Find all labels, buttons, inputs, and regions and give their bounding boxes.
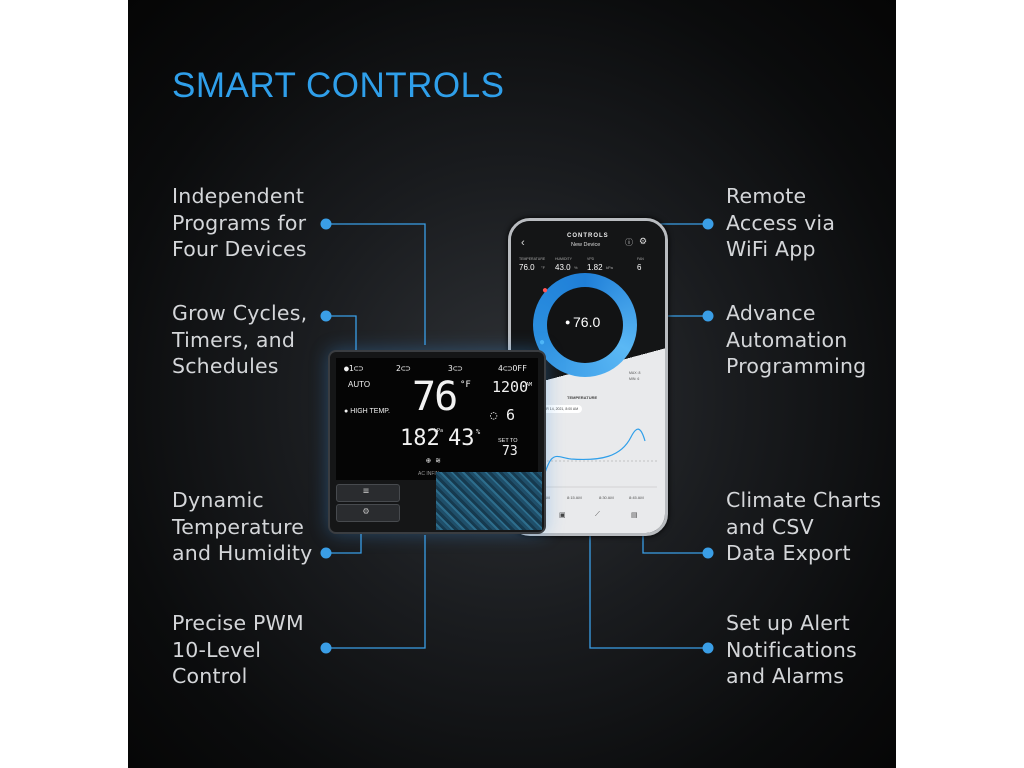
tab-chart-icon[interactable]: ⟋: [595, 511, 600, 518]
connector-lines: [320, 218, 714, 654]
settings-button[interactable]: ⚙: [336, 504, 400, 522]
back-icon[interactable]: ‹: [521, 237, 525, 249]
stat-temperature-unit: °F: [541, 265, 546, 270]
connector-dot-right-4: [702, 642, 714, 654]
connector-left-1: [326, 223, 426, 345]
temperature-curve: [540, 428, 646, 488]
circuit-board: [436, 472, 542, 530]
connector-left-4: [326, 535, 426, 649]
dial-low-marker[interactable]: ●: [539, 337, 546, 348]
menu-button[interactable]: ≡: [336, 484, 400, 502]
dial-value: 76.0: [573, 314, 601, 330]
controller-device: ●1⊂⊃ 2⊂⊃ 3⊂⊃ 4⊂⊃OFF AUTO ● HIGH TEMP. 76…: [328, 350, 546, 534]
connector-right-4: [589, 532, 706, 649]
temperature-dial[interactable]: [533, 273, 637, 377]
tab-controls-icon[interactable]: ▣: [559, 512, 566, 519]
port-4: 4⊂⊃OFF: [498, 364, 527, 373]
connector-dot-left-2: [320, 310, 332, 322]
wifi-icon: ⊕ ≋: [426, 456, 441, 465]
set-to-value: 73: [502, 444, 518, 459]
stat-humidity-unit: %: [574, 265, 578, 270]
controller-time: 1200: [492, 378, 529, 396]
port-2: 2⊂⊃: [396, 364, 411, 373]
controller-level: 6: [506, 406, 516, 424]
controller-humidity: 43: [448, 426, 475, 451]
connector-dot-right-2: [702, 310, 714, 322]
dial-high-marker[interactable]: ●: [542, 285, 549, 296]
connector-dot-left-4: [320, 642, 332, 654]
mode-label: AUTO: [348, 380, 371, 389]
set-to-label: SET TO: [498, 438, 518, 444]
stat-vpd-value: 1.82: [587, 263, 603, 272]
port-3: 3⊂⊃: [448, 364, 463, 373]
trigger-label: ● HIGH TEMP.: [344, 408, 390, 415]
controller-time-suffix: AM: [526, 382, 533, 388]
settings-icon: ⚙: [363, 506, 370, 517]
connector-left-2: [326, 315, 357, 350]
controller-vpd: 182: [400, 426, 440, 451]
connector-right-3: [642, 528, 706, 554]
controller-screen: [336, 358, 538, 480]
phone-device-name: New Device: [571, 242, 601, 248]
connector-left-3: [326, 532, 362, 554]
controller-temp-unit: °F: [460, 380, 471, 390]
chart-date-pill[interactable]: MAR 14, 2021, 8:00 AM: [537, 405, 583, 413]
min-label: MIN: 6: [629, 377, 640, 381]
stat-vpd-label: VPD: [587, 257, 595, 261]
controller-vpd-unit: kPa: [434, 428, 444, 434]
gear-icon[interactable]: ⚙: [639, 236, 648, 246]
stat-temperature-value: 76.0: [519, 263, 535, 272]
port-1: ●1⊂⊃: [344, 364, 364, 373]
max-label: MAX: 8: [629, 371, 641, 375]
stat-vpd-unit: kPa: [606, 265, 613, 270]
phone-header: CONTROLS: [567, 233, 609, 239]
connector-dot-right-3: [702, 547, 714, 559]
connector-dot-left-3: [320, 547, 332, 559]
page-title: SMART CONTROLS: [172, 66, 505, 105]
controller-humidity-unit: %: [476, 428, 481, 436]
temperature-chart: [535, 428, 657, 488]
tab-settings-icon[interactable]: ▤: [631, 512, 638, 519]
stat-humidity-value: 43.0: [555, 263, 571, 272]
controller-level-icon: ◌: [490, 408, 498, 422]
chart-title: TEMPERATURE: [567, 395, 598, 400]
menu-icon: ≡: [363, 486, 370, 497]
time-tick-1: 8:15 AM: [567, 495, 582, 500]
stat-fan-label: FAN: [637, 257, 644, 261]
time-tick-2: 8:30 AM: [599, 495, 614, 500]
connector-dot-right-1: [702, 218, 714, 230]
time-tick-3: 8:45 AM: [629, 495, 644, 500]
dial-droplet-icon: ●: [565, 317, 571, 327]
controller-temperature: 76: [412, 374, 458, 420]
controller-brand: AC INFIN: [418, 471, 440, 477]
info-icon[interactable]: ⓘ: [625, 238, 633, 247]
stat-temperature-label: TEMPERATURE: [519, 257, 546, 261]
stat-fan-value: 6: [637, 263, 642, 272]
stat-humidity-label: HUMIDITY: [555, 257, 572, 261]
connector-dot-left-1: [320, 218, 332, 230]
